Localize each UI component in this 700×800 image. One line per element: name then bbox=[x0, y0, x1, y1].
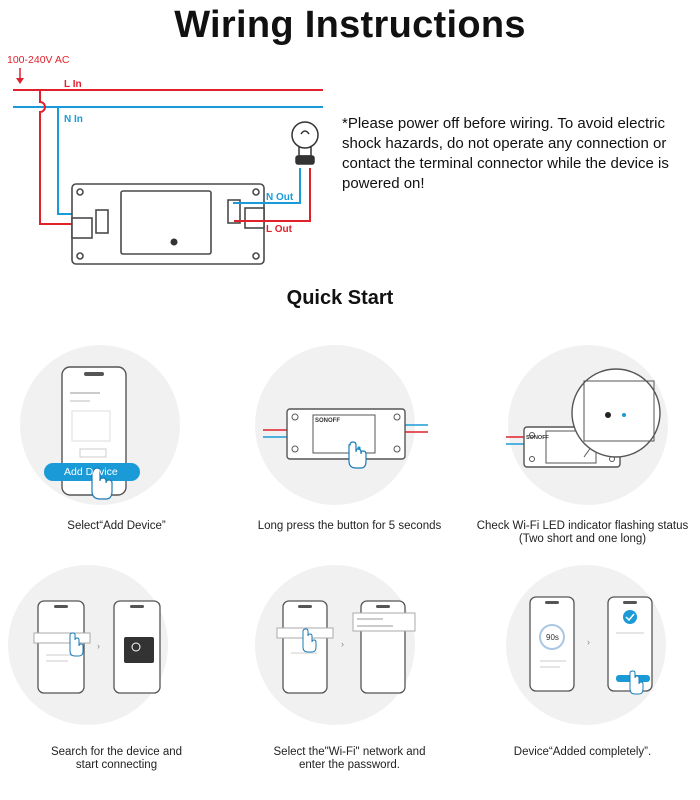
brand-label: SONOFF bbox=[315, 418, 340, 424]
basic-device bbox=[71, 183, 265, 265]
safety-warning: *Please power off before wiring. To avoi… bbox=[342, 115, 669, 192]
quick-start-title: Quick Start bbox=[286, 287, 394, 309]
add-device-button bbox=[44, 463, 140, 481]
wifi-illustration: › bbox=[276, 600, 416, 694]
n-in-drop bbox=[57, 107, 72, 215]
voltage-label: 100-240V AC bbox=[7, 54, 70, 66]
n-out-line bbox=[233, 168, 301, 204]
check-icon bbox=[623, 610, 637, 624]
svg-text:›: › bbox=[97, 641, 100, 651]
led-check-illustration bbox=[506, 368, 661, 468]
svg-text:›: › bbox=[587, 637, 590, 647]
hand-pointer-icon bbox=[629, 670, 644, 695]
device-press-illustration bbox=[263, 408, 428, 469]
hand-pointer-icon bbox=[302, 628, 317, 653]
page-title: Wiring Instructions bbox=[174, 4, 526, 46]
added-illustration: › bbox=[529, 596, 653, 695]
step-caption: Search for the device and start connecti… bbox=[50, 746, 183, 771]
n-out-label: N Out bbox=[266, 192, 294, 203]
hand-pointer-icon bbox=[91, 467, 113, 500]
countdown-label: 90s bbox=[546, 633, 559, 642]
light-bulb-icon bbox=[291, 121, 319, 165]
step-caption: Long press the button for 5 seconds bbox=[257, 520, 442, 532]
phone-illustration bbox=[44, 366, 140, 500]
device-button bbox=[170, 238, 178, 246]
l-in-label: L In bbox=[64, 79, 82, 90]
svg-text:›: › bbox=[341, 639, 344, 649]
step-caption: Select the"Wi-Fi" network and enter the … bbox=[273, 746, 426, 771]
add-device-label: Add Device bbox=[64, 466, 118, 478]
step-caption: Device“Added completely”. bbox=[513, 746, 652, 758]
l-out-line bbox=[234, 168, 311, 222]
step-caption: Select“Add Device” bbox=[67, 520, 166, 532]
l-in-drop bbox=[39, 90, 72, 225]
n-in-label: N In bbox=[64, 114, 83, 125]
step-caption: Check Wi-Fi LED indicator flashing statu… bbox=[476, 520, 689, 545]
hand-pointer-icon bbox=[348, 441, 367, 469]
magnifier bbox=[571, 368, 661, 458]
hand-pointer-icon bbox=[69, 632, 84, 657]
l-out-label: L Out bbox=[266, 224, 293, 235]
brand-label: SONOFF bbox=[526, 435, 549, 441]
down-arrow-icon bbox=[16, 68, 24, 84]
wiring-diagram: 100-240V AC L In N In N Out L Out bbox=[7, 54, 323, 265]
search-illustration: › bbox=[33, 600, 161, 694]
